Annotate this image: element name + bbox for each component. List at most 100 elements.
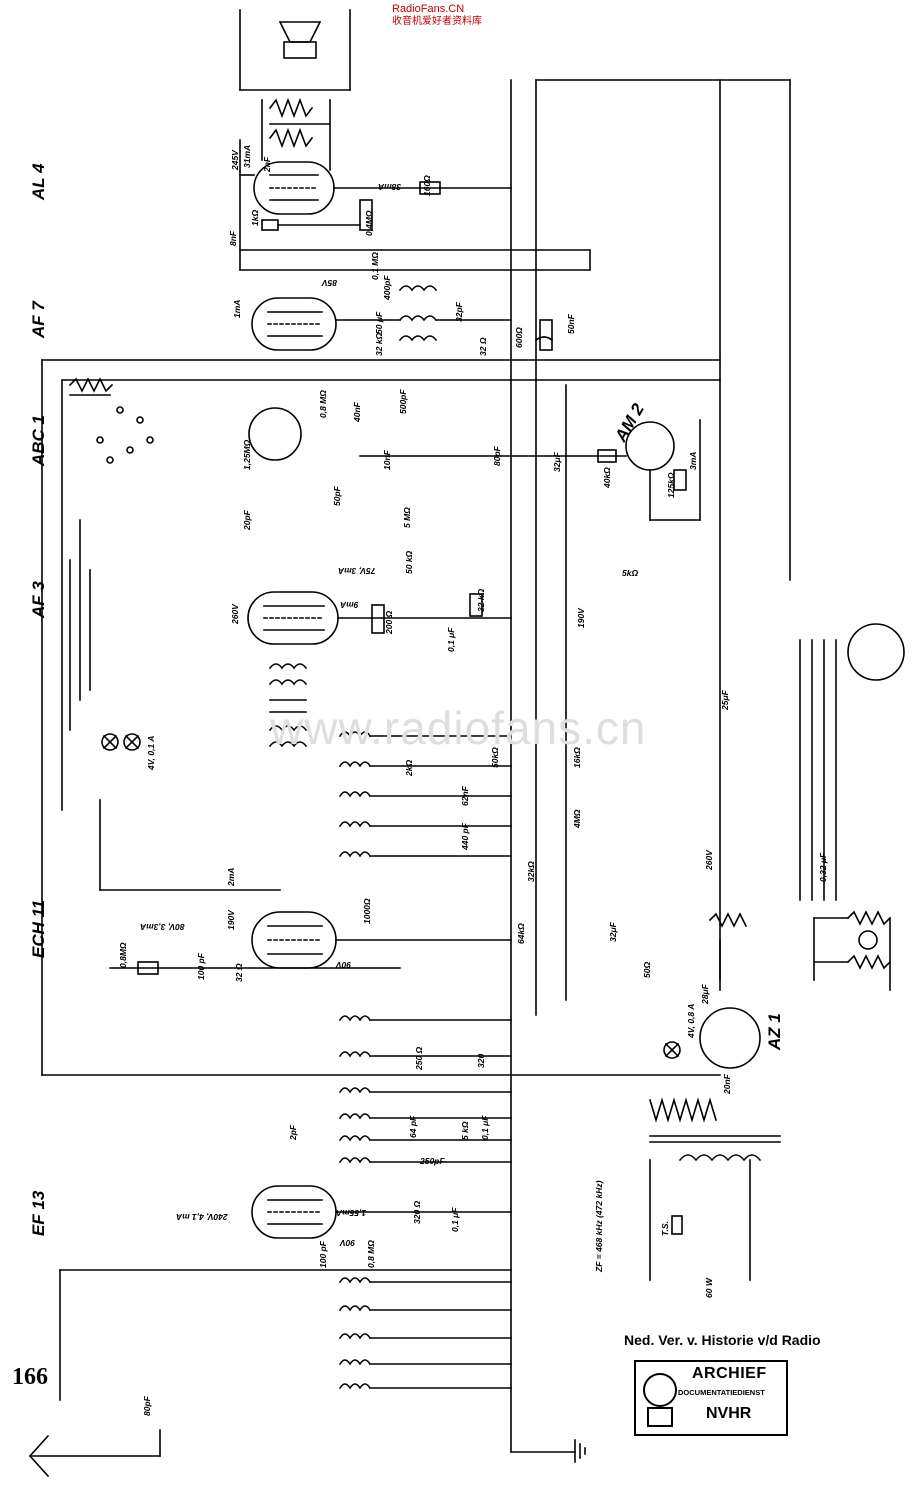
value-label: 2pF xyxy=(288,1124,298,1140)
coil-bank-lower xyxy=(338,1015,512,1164)
value-label: 500pF xyxy=(398,389,408,414)
value-label: 260V xyxy=(704,850,714,870)
value-label: 5 kΩ xyxy=(460,1121,470,1140)
value-label: 600Ω xyxy=(514,327,524,348)
value-label: 1000Ω xyxy=(362,898,372,924)
archive-stamp xyxy=(634,1360,788,1436)
value-label: 16kΩ xyxy=(572,747,582,768)
value-label: 1,55mA xyxy=(336,1208,367,1218)
value-label: 160Ω xyxy=(422,175,432,196)
watermark-center: www.radiofans.cn xyxy=(270,702,647,754)
value-label: 90V xyxy=(336,960,352,970)
value-label: 50 kΩ xyxy=(404,550,414,574)
value-label: 20nF xyxy=(722,1074,732,1094)
value-label: 32kΩ xyxy=(526,861,536,882)
value-label: 0,8 MΩ xyxy=(366,1240,376,1268)
value-label: 0,1 MΩ xyxy=(370,252,380,280)
value-label: 20pF xyxy=(242,510,252,530)
watermark-site-name: RadioFans.CN xyxy=(392,3,465,15)
value-label: 50Ω xyxy=(642,961,652,978)
value-label: 50nF xyxy=(566,314,576,334)
tube-label-af3: AF 3 xyxy=(29,581,48,618)
value-label: 32 kΩ xyxy=(476,588,486,612)
value-label: 3mA xyxy=(688,451,698,470)
value-label: 0,1 μF xyxy=(480,1115,490,1141)
value-label: 31mA xyxy=(242,144,252,168)
value-label: 50kΩ xyxy=(490,747,500,768)
value-label: 50pF xyxy=(332,486,342,506)
stamp-emblem-icon xyxy=(643,1373,677,1427)
value-label: 0,8 MΩ xyxy=(318,390,328,418)
value-label: 190V xyxy=(576,608,586,628)
tube-label-al4: AL 4 xyxy=(29,163,48,200)
speaker-icon xyxy=(278,21,322,43)
value-label: 40nF xyxy=(352,402,362,422)
value-label: 4V, 0,8 A xyxy=(686,1003,696,1038)
value-label: 80pF xyxy=(492,446,502,466)
value-label: 28μF xyxy=(700,984,710,1004)
tube-label-abc1: ABC 1 xyxy=(29,414,48,466)
value-label: 250pF xyxy=(420,1156,445,1166)
value-label: 320 xyxy=(476,1053,486,1068)
value-label: 10nF xyxy=(382,450,392,470)
value-label: 60 W xyxy=(704,1278,714,1298)
value-label: 4MΩ xyxy=(572,809,582,828)
value-label: 32 kΩ xyxy=(374,332,384,356)
value-label: 260V xyxy=(230,604,240,624)
value-label: 5kΩ xyxy=(622,568,639,578)
value-label: 2kΩ xyxy=(404,759,414,776)
value-label: 125kΩ xyxy=(666,472,676,498)
value-label: 8nF xyxy=(228,230,238,246)
stamp-line1: ARCHIEF xyxy=(692,1365,767,1382)
value-label: 1,25MΩ xyxy=(242,439,252,470)
value-label: 4V, 0,1 A xyxy=(146,735,156,770)
dial-lamp-icon xyxy=(101,733,119,751)
value-label: 0,1 μF xyxy=(450,1207,460,1233)
value-label: 1mA xyxy=(232,299,242,318)
value-label: 2nF xyxy=(262,156,272,172)
motor-icon xyxy=(858,930,878,950)
value-label: ZF = 468 kHz (472 kHz) xyxy=(594,1180,604,1272)
tube-label-ech11: ECH 11 xyxy=(29,899,48,958)
value-label: 240V, 4,1 mA xyxy=(176,1212,228,1222)
value-label: 32 Ω xyxy=(234,963,244,982)
value-label: 9mA xyxy=(340,600,359,610)
value-label: 320 Ω xyxy=(412,1200,422,1224)
value-label: 32pF xyxy=(454,302,464,322)
value-label: 25μF xyxy=(720,690,730,710)
value-label: 85V xyxy=(322,278,338,288)
value-label: 80pF xyxy=(142,1396,152,1416)
tube-abc1-envelope xyxy=(248,407,302,461)
tube-label-af7: AF 7 xyxy=(29,301,48,338)
value-label: 5 MΩ xyxy=(402,507,412,528)
value-label: 90V xyxy=(340,1238,356,1248)
value-label: 250 Ω xyxy=(414,1046,424,1070)
archive-title: Ned. Ver. v. Historie v/d Radio xyxy=(624,1332,821,1348)
value-label: 200 Ω xyxy=(384,610,394,634)
value-label: 100 pF xyxy=(318,1241,328,1268)
tube-label-ef13: EF 13 xyxy=(29,1190,48,1236)
watermark-caption: 收音机爱好者资料库 xyxy=(392,16,482,27)
value-label: 62nF xyxy=(460,786,470,806)
value-label: 0,32 μF xyxy=(818,852,828,882)
coil-bank-antenna xyxy=(59,1269,512,1401)
value-label: 64 pF xyxy=(408,1115,418,1138)
value-label: 100 pF xyxy=(196,953,206,980)
value-label: 190V xyxy=(226,910,236,930)
tube-af7-envelope xyxy=(251,297,337,351)
value-label: 75V, 3mA xyxy=(338,566,376,576)
value-label: 32 Ω xyxy=(478,337,488,356)
value-label: 32μF xyxy=(552,452,562,472)
stamp-line2: DOCUMENTATIEDIENST xyxy=(678,1388,765,1397)
page-number: 166 xyxy=(12,1364,48,1390)
value-label: 440 pF xyxy=(460,823,470,850)
value-label: 0,1 μF xyxy=(446,627,456,653)
value-label: T.S. xyxy=(660,1221,670,1236)
value-label: 64kΩ xyxy=(516,923,526,944)
tube-af3-envelope xyxy=(247,591,339,645)
value-label: 40kΩ xyxy=(602,467,612,488)
value-label: 400pF xyxy=(382,275,392,300)
tube-az1-envelope xyxy=(699,1007,761,1069)
value-label: 38mA xyxy=(378,182,402,192)
